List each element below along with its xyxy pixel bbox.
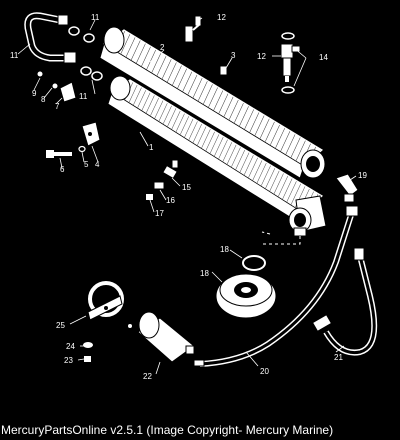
callout-18-bottom: 18 <box>200 269 209 278</box>
washer-5 <box>78 145 86 153</box>
hose-fitting-bottom <box>63 51 77 64</box>
callout-8: 8 <box>41 95 46 104</box>
callout-6: 6 <box>60 165 65 174</box>
connector-21b <box>311 313 333 333</box>
callout-16: 16 <box>166 196 175 205</box>
callout-23: 23 <box>64 356 73 365</box>
washer-8 <box>52 83 58 89</box>
screw-9 <box>37 71 43 77</box>
fitting-15 <box>162 159 179 180</box>
fitting-16 <box>153 181 165 190</box>
fuel-hose-10-inner <box>25 13 66 60</box>
callout-11-lower: 11 <box>79 92 88 101</box>
screw-23 <box>84 356 91 362</box>
bolt-6 <box>46 150 72 158</box>
callout-9: 9 <box>32 89 37 98</box>
callout-2: 2 <box>160 43 165 52</box>
callout-3: 3 <box>231 51 236 60</box>
plug-3 <box>219 65 228 76</box>
callout-10: 11 <box>10 51 19 60</box>
callout-18-top: 18 <box>220 245 229 254</box>
fuel-line-20 <box>199 211 355 367</box>
callout-22: 22 <box>143 372 152 381</box>
callout-19: 19 <box>358 171 367 180</box>
elbow-19 <box>335 173 359 203</box>
callout-5: 5 <box>84 160 89 169</box>
fuel-rail-2 <box>99 26 326 179</box>
callout-labels: 11 11 11 12 2 3 12 14 9 8 7 1 6 5 4 15 1… <box>10 13 367 381</box>
callout-1: 1 <box>149 143 154 152</box>
callout-leaders <box>17 17 357 375</box>
injector-13 <box>280 32 301 94</box>
nut-misc <box>128 324 132 328</box>
bracket-4 <box>81 121 101 147</box>
hose-fitting-top <box>57 14 69 26</box>
callout-17: 17 <box>155 209 164 218</box>
callout-14: 14 <box>319 53 328 62</box>
o-ring-11-lower <box>80 66 103 81</box>
bracket-7 <box>59 81 77 103</box>
washer-24 <box>83 342 93 348</box>
callout-24: 24 <box>66 342 75 351</box>
regulator-18 <box>215 255 277 319</box>
clamp-bracket-25 <box>87 281 124 321</box>
callout-20: 20 <box>260 367 269 376</box>
callout-11-top: 11 <box>91 13 100 22</box>
fuel-filter-22 <box>137 311 205 367</box>
callout-21: 21 <box>334 353 343 362</box>
connector-21a <box>353 247 365 261</box>
nut-17 <box>146 194 153 200</box>
callout-4: 4 <box>95 160 100 169</box>
fuel-rail-1 <box>107 75 327 237</box>
image-credit: MercuryPartsOnline v2.5.1 (Image Copyrig… <box>0 420 400 440</box>
callout-7: 7 <box>55 102 60 111</box>
callout-25: 25 <box>56 321 65 330</box>
o-ring-11-top <box>68 26 95 43</box>
leader-lines <box>261 231 301 245</box>
callout-13: 12 <box>257 52 266 61</box>
hose-end-20 <box>345 205 359 217</box>
callout-15: 15 <box>182 183 191 192</box>
callout-12: 12 <box>217 13 226 22</box>
fuel-line-21 <box>323 255 378 356</box>
